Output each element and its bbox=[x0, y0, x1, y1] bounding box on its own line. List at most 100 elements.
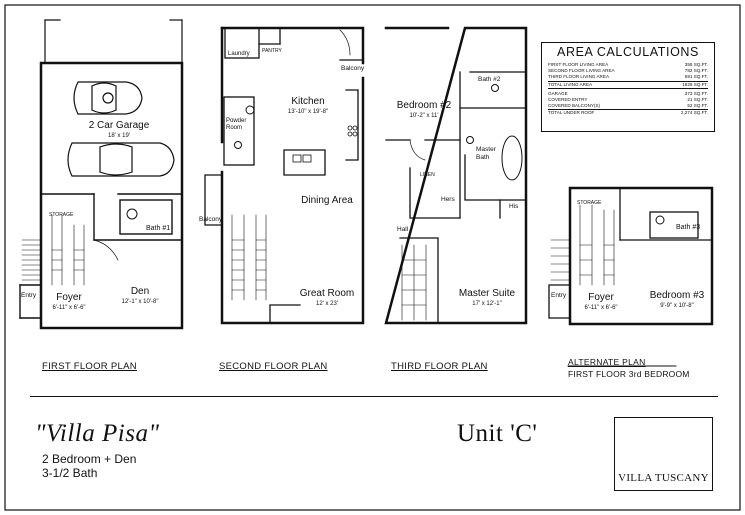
bedroom3-name: Bedroom #3 bbox=[649, 290, 705, 301]
first-floor-stairs bbox=[21, 214, 85, 286]
area-row: COVERED ENTRY 21 SQ.FT. bbox=[548, 97, 708, 103]
pantry-label: PANTRY bbox=[262, 48, 282, 54]
entry-label: Entry bbox=[21, 292, 37, 299]
second-floor-caption: SECOND FLOOR PLAN bbox=[219, 361, 328, 372]
area-row-label: THIRD FLOOR LIVING AREA bbox=[548, 74, 610, 80]
area-row-label: TOTAL UNDER ROOF bbox=[548, 110, 595, 116]
balcony-top-label: Balcony bbox=[341, 65, 365, 72]
area-row-label: FIRST FLOOR LIVING AREA bbox=[548, 62, 609, 67]
area-row-value: 1828 SQ.FT. bbox=[682, 81, 708, 87]
area-row-value: 52 SQ.FT. bbox=[687, 103, 708, 109]
area-row-value: 21 SQ.FT. bbox=[687, 96, 708, 102]
area-row-label: TOTAL LIVING AREA bbox=[548, 81, 593, 87]
kitchen-sink bbox=[292, 154, 312, 163]
laundry-label: Laundry bbox=[228, 51, 250, 57]
area-row-value: 2,274 SQ.FT. bbox=[680, 110, 708, 116]
alt-storage-label: STORAGE bbox=[577, 200, 602, 206]
powder-label: Powder Room bbox=[226, 118, 247, 131]
project-name: "Villa Pisa" bbox=[35, 420, 160, 447]
car-top bbox=[73, 81, 143, 115]
bedroom2-door bbox=[409, 139, 426, 161]
foyer-dims: 6'-11" x 6'-6" bbox=[52, 305, 86, 311]
first-floor-caption: FIRST FLOOR PLAN bbox=[42, 361, 137, 372]
area-calculations-title: AREA CALCULATIONS bbox=[557, 45, 699, 59]
second-floor-walls bbox=[220, 26, 365, 325]
alternate-subcaption: FIRST FLOOR 3rd BEDROOM bbox=[568, 369, 690, 379]
title-divider bbox=[30, 396, 718, 397]
master-tub bbox=[501, 135, 523, 181]
master-sink bbox=[466, 136, 474, 144]
den-name: Den bbox=[130, 286, 150, 297]
garage-dims: 18' x 19' bbox=[108, 133, 130, 139]
bedroom2-name: Bedroom #2 bbox=[396, 100, 452, 111]
garage-name: 2 Car Garage bbox=[88, 120, 150, 131]
logo-text: VILLA TUSCANY bbox=[618, 472, 709, 484]
powder-sink bbox=[245, 105, 255, 115]
bedroom-summary: 2 Bedroom + Den bbox=[42, 452, 137, 466]
bedroom3-label: Bedroom #3 9'-9" x 10'-8" bbox=[644, 290, 710, 312]
area-row-value: 782 SQ.FT. bbox=[684, 68, 708, 74]
sheet-border bbox=[4, 4, 741, 511]
area-row-label: SECOND FLOOR LIVING AREA bbox=[548, 68, 615, 74]
area-row: FIRST FLOOR LIVING AREA 355 SQ.FT. bbox=[548, 62, 708, 68]
bath2-toilet bbox=[491, 84, 499, 92]
great-room-dims: 12' x 23' bbox=[316, 301, 338, 307]
area-row: THIRD FLOOR LIVING AREA 691 SQ.FT. bbox=[548, 74, 708, 82]
area-row-value: 355 SQ.FT. bbox=[684, 62, 708, 67]
bath1-label: Bath #1 bbox=[146, 225, 171, 232]
third-floor-inner bbox=[385, 71, 527, 324]
hall-label: Hall bbox=[397, 226, 409, 233]
area-row-label: GARAGE bbox=[548, 90, 568, 96]
area-row: TOTAL UNDER ROOF 2,274 SQ.FT. bbox=[548, 110, 708, 116]
third-floor-walls bbox=[384, 26, 528, 325]
bath3-label: Bath #3 bbox=[676, 224, 701, 231]
foyer-label: Foyer 6'-11" x 6'-6" bbox=[44, 292, 94, 314]
bedroom2-label: Bedroom #2 10'-2" x 11' bbox=[392, 100, 456, 122]
alt-foyer-dims: 6'-11" x 6'-6" bbox=[584, 305, 618, 311]
first-floor-top bbox=[44, 19, 183, 64]
master-suite-label: Master Suite 17' x 12'-1" bbox=[452, 288, 522, 310]
area-calculations-rows: FIRST FLOOR LIVING AREA 355 SQ.FT. SECOND… bbox=[548, 62, 708, 117]
second-floor-inner bbox=[204, 27, 364, 324]
area-calculations-box: AREA CALCULATIONS FIRST FLOOR LIVING ARE… bbox=[541, 42, 715, 132]
master-suite-dims: 17' x 12'-1" bbox=[472, 301, 502, 307]
third-floor-caption: THIRD FLOOR PLAN bbox=[391, 361, 488, 372]
car-bottom bbox=[67, 142, 175, 177]
area-row: SECOND FLOOR LIVING AREA 782 SQ.FT. bbox=[548, 68, 708, 74]
powder-toilet bbox=[234, 141, 242, 149]
area-row-value: 691 SQ.FT. bbox=[684, 74, 708, 80]
bath1-fixture bbox=[126, 208, 138, 220]
area-row-label: COVERED ENTRY bbox=[548, 96, 588, 102]
bath3-fixture bbox=[655, 215, 665, 225]
area-row: GARAGE 373 SQ.FT. bbox=[548, 91, 708, 97]
dining-label: Dining Area bbox=[301, 195, 353, 206]
area-row: TOTAL LIVING AREA 1828 SQ.FT. bbox=[548, 82, 708, 89]
first-floor-inner bbox=[19, 193, 183, 319]
bedroom2-dims: 10'-2" x 11' bbox=[409, 113, 439, 119]
kitchen-dims: 13'-10" x 19'-8" bbox=[287, 109, 329, 115]
alternate-inner bbox=[548, 187, 713, 319]
alt-entry-label: Entry bbox=[551, 292, 567, 299]
villa-tuscany-logo: VILLA TUSCANY bbox=[614, 417, 713, 491]
area-row-label: COVERED BALCONY(S) bbox=[548, 103, 601, 109]
alternate-stairs bbox=[550, 204, 615, 286]
great-room-name: Great Room bbox=[299, 288, 355, 299]
linen-label: LINEN bbox=[420, 172, 435, 178]
kitchen-label: Kitchen 13'-10" x 19'-8" bbox=[278, 96, 338, 118]
balcony-side-label: Balcony bbox=[199, 216, 223, 223]
garage-label: 2 Car Garage 18' x 19' bbox=[80, 120, 158, 142]
foyer-name: Foyer bbox=[56, 292, 82, 303]
second-floor-stairs bbox=[231, 214, 267, 301]
den-door-swing bbox=[93, 239, 119, 261]
third-floor-stairs bbox=[401, 244, 427, 321]
area-row-value: 373 SQ.FT. bbox=[684, 90, 708, 96]
unit-name: Unit 'C' bbox=[457, 420, 538, 447]
alternate-caption: ALTERNATE PLAN bbox=[568, 357, 646, 367]
master-bath-label: Master Bath bbox=[476, 146, 496, 161]
master-suite-name: Master Suite bbox=[458, 288, 516, 299]
den-label: Den 12'-1" x 10'-8" bbox=[110, 286, 170, 308]
balcony-door-swing bbox=[339, 29, 351, 56]
den-dims: 12'-1" x 10'-8" bbox=[121, 299, 159, 305]
great-room-label: Great Room 12' x 23' bbox=[296, 288, 358, 310]
kitchen-name: Kitchen bbox=[291, 96, 325, 107]
